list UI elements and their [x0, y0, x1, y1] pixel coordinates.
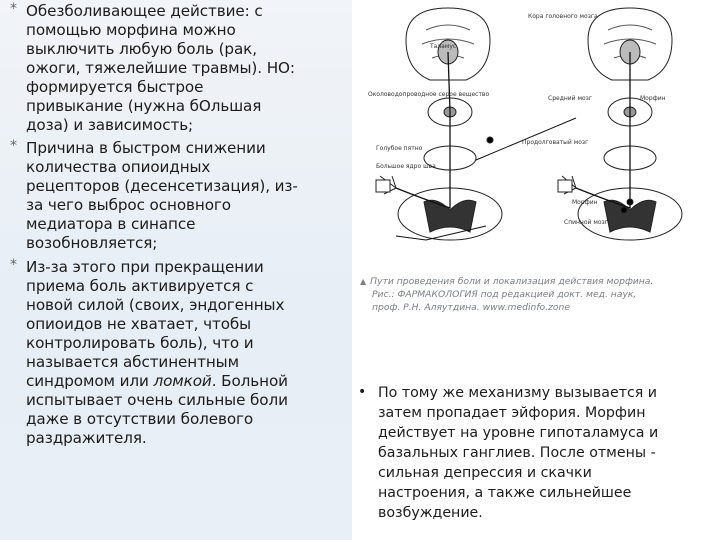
bullet-dot-icon: • [358, 384, 367, 400]
figure-caption: ▲Пути проведения боли и локализация дейс… [360, 276, 654, 313]
left-brain-shape [405, 7, 491, 81]
label-locus: Голубое пятно [376, 145, 423, 152]
bullet-2: * Причина в быстром снижении количества … [10, 138, 298, 252]
label-morphine: Морфин [640, 95, 666, 102]
label-cortex: Кора головного мозга [528, 13, 598, 20]
triangle-icon: ▲ [360, 277, 367, 286]
asterisk-icon: * [10, 257, 17, 273]
bullet-1: * Обезболивающее действие: с помощью мор… [10, 1, 295, 134]
pain-pathway-figure: Кора головного мозга Таламус Околоводопр… [366, 0, 702, 268]
label-morphine-2: Морфин [572, 199, 598, 206]
left-text-panel: * Обезболивающее действие: с помощью мор… [0, 0, 352, 540]
bullet-3: * Из-за этого при прекращении приема бол… [10, 257, 288, 447]
label-thalamus: Таламус [429, 43, 456, 50]
bullet-list: * Обезболивающее действие: с помощью мор… [8, 0, 352, 448]
label-pag: Околоводопроводное серое вещество [368, 91, 489, 98]
pain-pathway-diagram: Кора головного мозга Таламус Околоводопр… [368, 7, 683, 241]
asterisk-icon: * [10, 138, 17, 154]
label-raphe: Большое ядро шва [376, 163, 436, 170]
label-medulla: Продолговатый мозг [522, 139, 588, 146]
right-bullet: • По тому же механизму вызывается и зате… [358, 384, 659, 521]
label-spinal: Спинной мозг [564, 219, 608, 226]
right-brain-shape [587, 7, 673, 81]
asterisk-icon: * [10, 1, 17, 17]
italic-term: ломкой [153, 372, 212, 390]
label-midbrain: Средний мозг [548, 95, 592, 102]
